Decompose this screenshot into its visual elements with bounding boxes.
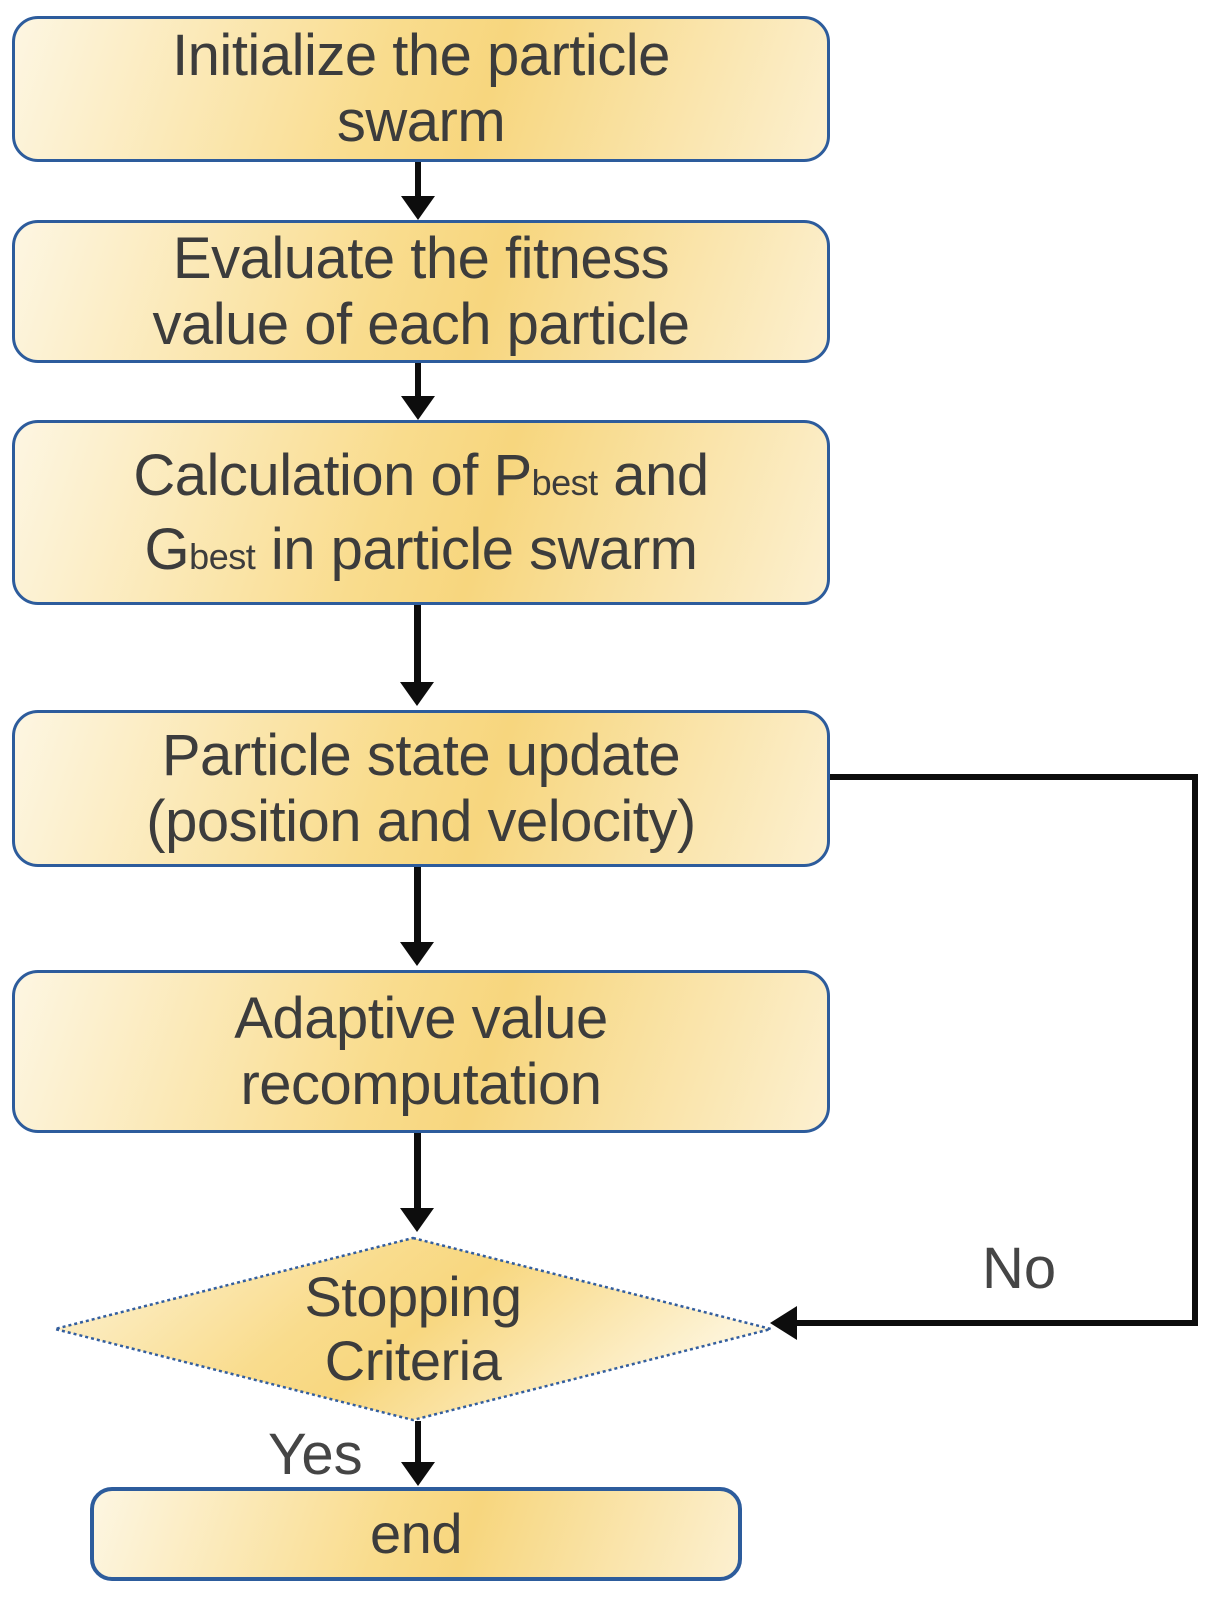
node-label-line: value of each particle	[152, 291, 690, 357]
arrow-line-calc-to-update	[414, 605, 421, 684]
subscript-best: best	[531, 461, 599, 503]
diamond-label: Stopping Criteria	[52, 1236, 774, 1422]
node-particle-state-update: Particle state update (position and velo…	[12, 710, 830, 867]
edge-label-no: No	[982, 1236, 1057, 1301]
node-stopping-criteria: Stopping Criteria	[52, 1236, 774, 1422]
arrowhead-down-icon	[400, 942, 434, 966]
node-initialize-particle-swarm: Initialize the particle swarm	[12, 16, 830, 162]
node-adaptive-value-recomputation: Adaptive value recomputation	[12, 970, 830, 1133]
arrowhead-down-icon	[401, 396, 435, 420]
arrow-line-update-to-adaptive	[414, 867, 421, 944]
node-label-line: Stopping	[304, 1265, 522, 1328]
edge-label-yes: Yes	[268, 1422, 363, 1487]
loop-line-right	[1192, 774, 1198, 1326]
node-label-line: Particle state update	[161, 722, 681, 788]
arrowhead-down-icon	[401, 1462, 435, 1486]
node-calculation-pbest-gbest: Calculation of Pbest and Gbest in partic…	[12, 420, 830, 605]
node-evaluate-fitness: Evaluate the fitness value of each parti…	[12, 220, 830, 363]
node-label-line: Calculation of Pbest and	[133, 442, 709, 508]
arrowhead-down-icon	[401, 196, 435, 220]
node-label-line: Gbest in particle swarm	[144, 516, 698, 582]
loop-line-top	[830, 774, 1198, 780]
node-label-line: Evaluate the fitness	[172, 225, 670, 291]
arrow-line-evaluate-to-calc	[415, 363, 421, 398]
arrow-line-adaptive-to-stopping	[414, 1133, 421, 1210]
subscript-best: best	[189, 535, 256, 577]
diamond-shape	[54, 1236, 772, 1422]
node-label-line: Criteria	[324, 1329, 502, 1392]
loop-line-bottom	[795, 1320, 1198, 1326]
arrow-line-initialize-to-evaluate	[415, 162, 421, 198]
arrowhead-down-icon	[400, 1208, 434, 1232]
node-end: end	[90, 1487, 742, 1581]
node-label-line: recomputation	[240, 1051, 602, 1117]
arrow-line-stopping-to-end	[415, 1421, 421, 1464]
arrowhead-down-icon	[400, 682, 434, 706]
node-label-line: end	[370, 1502, 462, 1565]
node-label-line: Initialize the particle	[172, 23, 670, 88]
arrowhead-left-icon	[770, 1306, 797, 1340]
node-label-line: (position and velocity)	[146, 788, 696, 854]
node-label-line: swarm	[336, 89, 506, 154]
node-label-line: Adaptive value	[234, 985, 608, 1051]
